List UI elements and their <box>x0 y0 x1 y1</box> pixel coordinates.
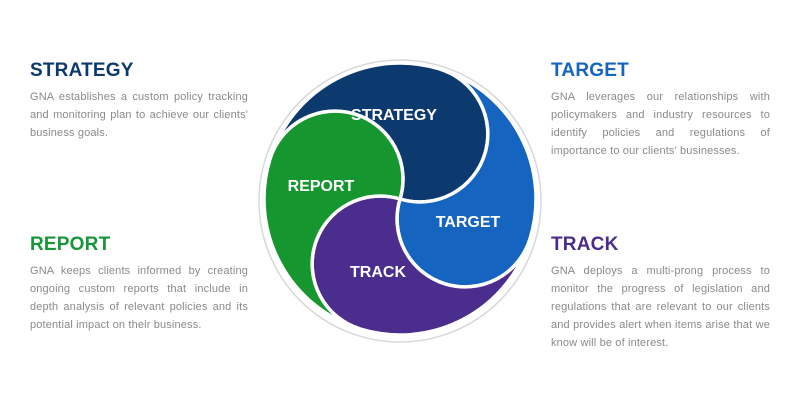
track-section: TRACK GNA deploys a multi-prong process … <box>551 234 770 352</box>
report-section: REPORT GNA keeps clients informed by cre… <box>30 234 248 334</box>
segment-label-report: REPORT <box>288 178 355 195</box>
segment-label-strategy: STRATEGY <box>351 107 437 124</box>
target-heading: TARGET <box>551 60 629 81</box>
target-section: TARGET GNA leverages our relationships w… <box>551 60 770 160</box>
track-description: GNA deploys a multi-prong process to mon… <box>551 265 770 349</box>
target-description: GNA leverages our relationships with pol… <box>551 91 770 157</box>
segment-label-target: TARGET <box>436 214 501 231</box>
track-heading: TRACK <box>551 234 619 255</box>
strategy-heading: STRATEGY <box>30 60 134 81</box>
segment-label-track: TRACK <box>350 264 406 281</box>
strategy-section: STRATEGY GNA establishes a custom policy… <box>30 60 248 142</box>
report-description: GNA keeps clients informed by creating o… <box>30 265 248 331</box>
report-heading: REPORT <box>30 234 111 255</box>
segment-report <box>262 109 405 331</box>
strategy-description: GNA establishes a custom policy tracking… <box>30 91 248 139</box>
